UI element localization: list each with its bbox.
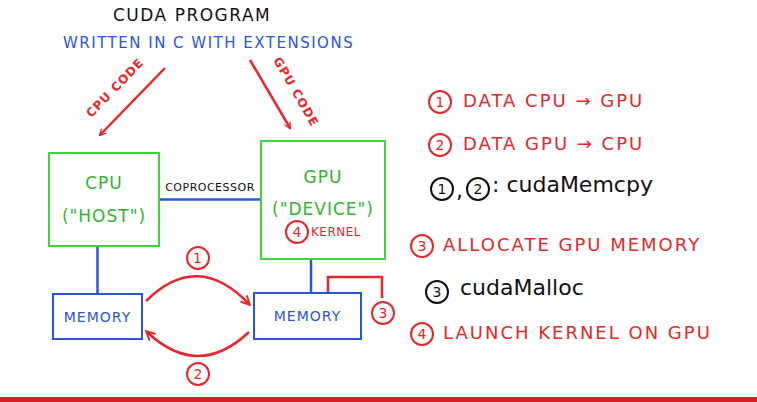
memory-box: MEMORY xyxy=(253,292,362,340)
host-box: CPU ("HOST") xyxy=(48,152,160,247)
callout-number: 3 xyxy=(371,301,395,325)
allocation-marker xyxy=(328,277,382,298)
separator: , xyxy=(456,178,463,203)
callout-number: 2 xyxy=(186,362,210,386)
callout-number: 3 xyxy=(410,234,434,258)
node-text: MEMORY xyxy=(64,309,131,325)
node-text: MEMORY xyxy=(274,308,341,324)
step-text: DATA CPU → GPU xyxy=(463,90,644,111)
step-text: DATA GPU → CPU xyxy=(463,133,644,154)
api-name: cudaMalloc xyxy=(460,275,584,300)
node-text: CPU ("HOST") xyxy=(50,167,158,232)
edge-label: COPROCESSOR xyxy=(163,181,257,194)
code-label: CPU CODE xyxy=(83,56,146,121)
callout-number: 3 xyxy=(425,280,449,304)
progress-bar xyxy=(0,397,757,402)
bus-line xyxy=(96,247,99,293)
callout-number: 4 xyxy=(285,220,309,244)
callout-number: 2 xyxy=(428,133,452,157)
copy-arrow xyxy=(146,276,249,304)
node-text: GPU ("DEVICE") xyxy=(262,161,384,226)
callout-number: 2 xyxy=(466,177,490,201)
step-text: LAUNCH KERNEL ON GPU xyxy=(443,322,712,343)
callout-number: 1 xyxy=(430,177,454,201)
api-name: : cudaMemcpy xyxy=(492,172,653,197)
subtitle: WRITTEN IN C WITH EXTENSIONS xyxy=(63,34,354,52)
callout-number: 1 xyxy=(428,90,452,114)
step-text: ALLOCATE GPU MEMORY xyxy=(443,234,701,255)
callout-number: 4 xyxy=(410,322,434,346)
bus-line xyxy=(160,198,260,201)
device-box: GPU ("DEVICE")KERNEL xyxy=(260,140,386,260)
copy-arrow xyxy=(147,332,249,356)
bus-line xyxy=(310,260,313,292)
code-label: GPU CODE xyxy=(271,55,322,129)
callout-number: 1 xyxy=(186,246,210,270)
diagram-title: CUDA PROGRAM xyxy=(113,5,271,25)
memory-box: MEMORY xyxy=(52,293,143,340)
